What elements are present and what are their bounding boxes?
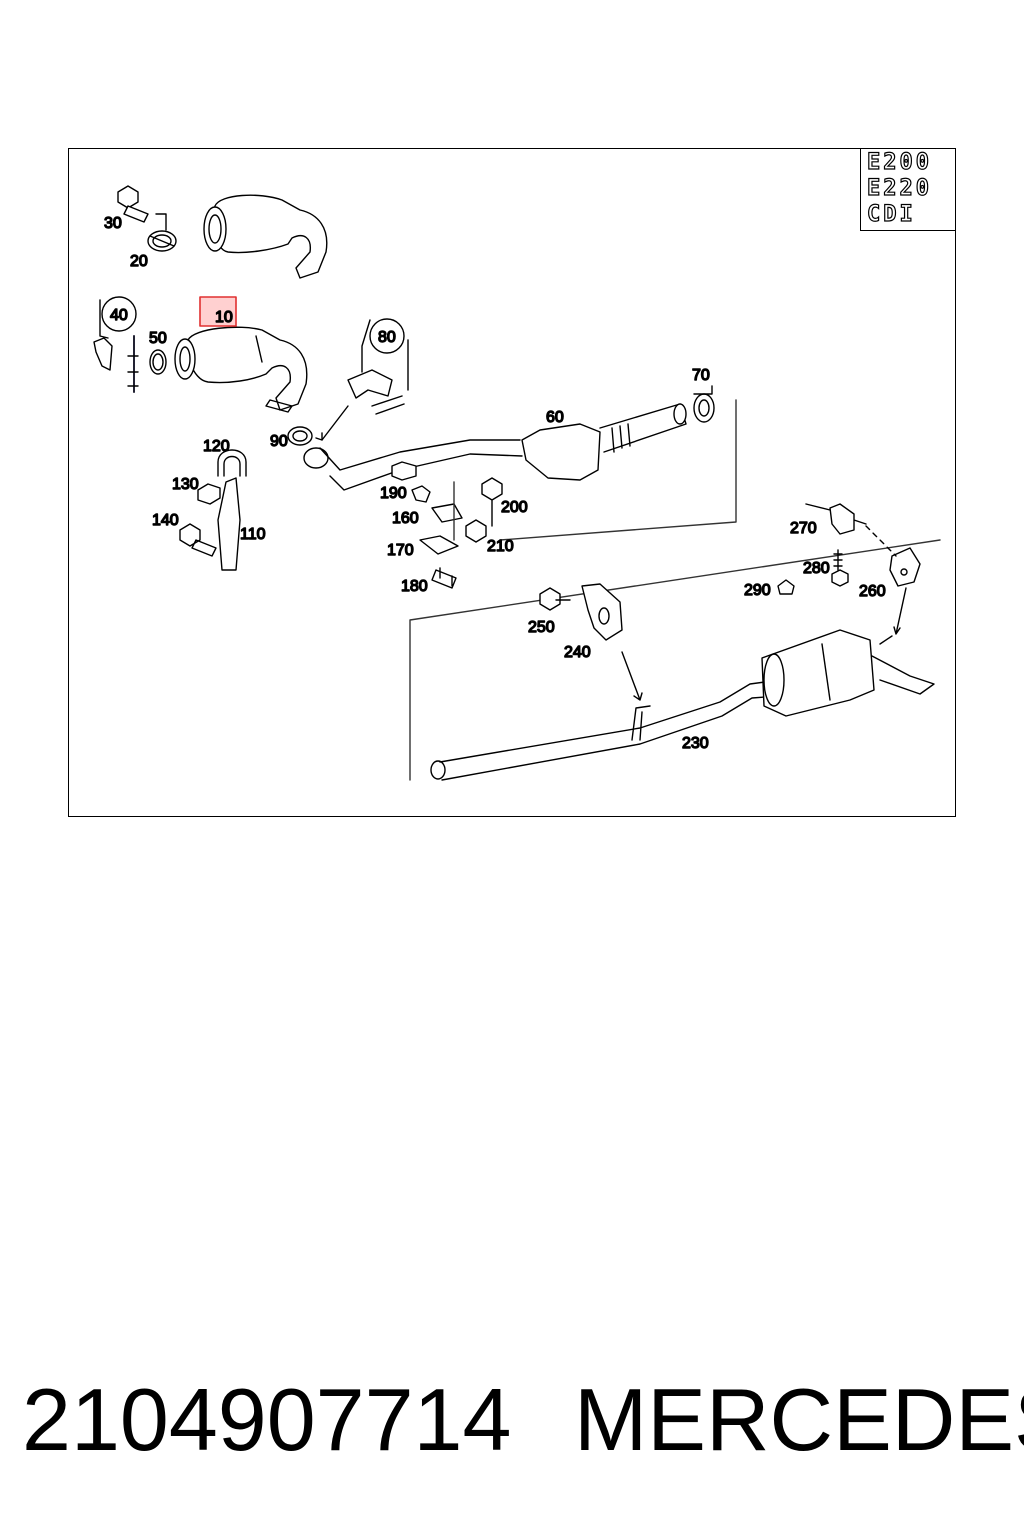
callout-270: 270 — [790, 520, 817, 537]
bracket-110-drawing — [217, 477, 241, 571]
callout-260: 260 — [859, 583, 886, 600]
callout-10: 10 — [215, 309, 233, 326]
model-code-cdi: CDI — [866, 202, 916, 227]
catalyst-top-drawing — [203, 194, 328, 279]
callout-140: 140 — [152, 512, 179, 529]
callout-210: 210 — [487, 538, 514, 555]
callout-190: 190 — [380, 485, 407, 502]
callout-160: 160 — [392, 510, 419, 527]
nut-210-drawing — [465, 519, 487, 543]
callout-170: 170 — [387, 542, 414, 559]
model-code-e200: E200 — [866, 150, 932, 175]
pipe-60-drawing — [303, 403, 687, 491]
part-170-drawing — [419, 535, 459, 555]
bracket-80-drawing — [315, 319, 409, 441]
bolt-200-drawing — [481, 477, 503, 527]
bolt-250-drawing — [539, 587, 571, 611]
part-190-drawing — [391, 461, 417, 481]
clamp-70-drawing — [693, 385, 715, 423]
callout-240: 240 — [564, 644, 591, 661]
part-180-drawing — [431, 567, 457, 589]
callout-250: 250 — [528, 619, 555, 636]
highlight-box-10 — [199, 296, 237, 327]
callout-40: 40 — [110, 307, 128, 324]
pipe-230-drawing — [430, 629, 935, 781]
gasket-90-drawing — [287, 426, 313, 446]
ubolt-120-drawing — [217, 449, 247, 477]
callout-circle-40 — [101, 296, 137, 332]
callout-200: 200 — [501, 499, 528, 516]
callout-110: 110 — [240, 526, 266, 543]
hanger-240-drawing — [581, 583, 623, 641]
callout-70: 70 — [692, 367, 710, 384]
part-160-drawing — [431, 503, 463, 523]
catalyst-10-drawing — [174, 326, 308, 413]
clamp-20-drawing — [147, 213, 177, 252]
bracket-40-drawing — [93, 299, 139, 393]
bolt-140-drawing — [179, 523, 217, 557]
callout-50: 50 — [149, 330, 167, 347]
callout-280: 280 — [803, 560, 830, 577]
bolt-30-drawing — [117, 185, 149, 223]
nut-130-drawing — [197, 483, 221, 505]
diagram-frame — [68, 148, 956, 817]
callout-290: 290 — [744, 582, 771, 599]
ring-50-drawing — [149, 349, 167, 375]
callout-180: 180 — [401, 578, 428, 595]
mount-260-drawing — [889, 547, 921, 587]
callout-20: 20 — [130, 253, 148, 270]
callout-80: 80 — [378, 329, 396, 346]
callout-30: 30 — [104, 215, 122, 232]
model-code-e220: E220 — [866, 176, 932, 201]
bolt-280-drawing — [831, 549, 849, 587]
model-code-box: E200 E220 CDI — [860, 148, 956, 231]
brand-name: MERCEDES — [574, 1370, 1024, 1469]
callout-60: 60 — [546, 409, 564, 426]
callout-90: 90 — [270, 433, 288, 450]
callout-130: 130 — [172, 476, 199, 493]
hanger-270-drawing — [805, 503, 867, 535]
part-number: 2104907714 — [22, 1370, 512, 1469]
callout-120: 120 — [203, 438, 230, 455]
callout-circle-80 — [369, 318, 405, 354]
callout-230: 230 — [682, 735, 709, 752]
nut-290-drawing — [777, 579, 795, 595]
exhaust-system-diagram: 10 20 30 40 50 60 70 80 90 110 120 130 1… — [93, 185, 941, 781]
